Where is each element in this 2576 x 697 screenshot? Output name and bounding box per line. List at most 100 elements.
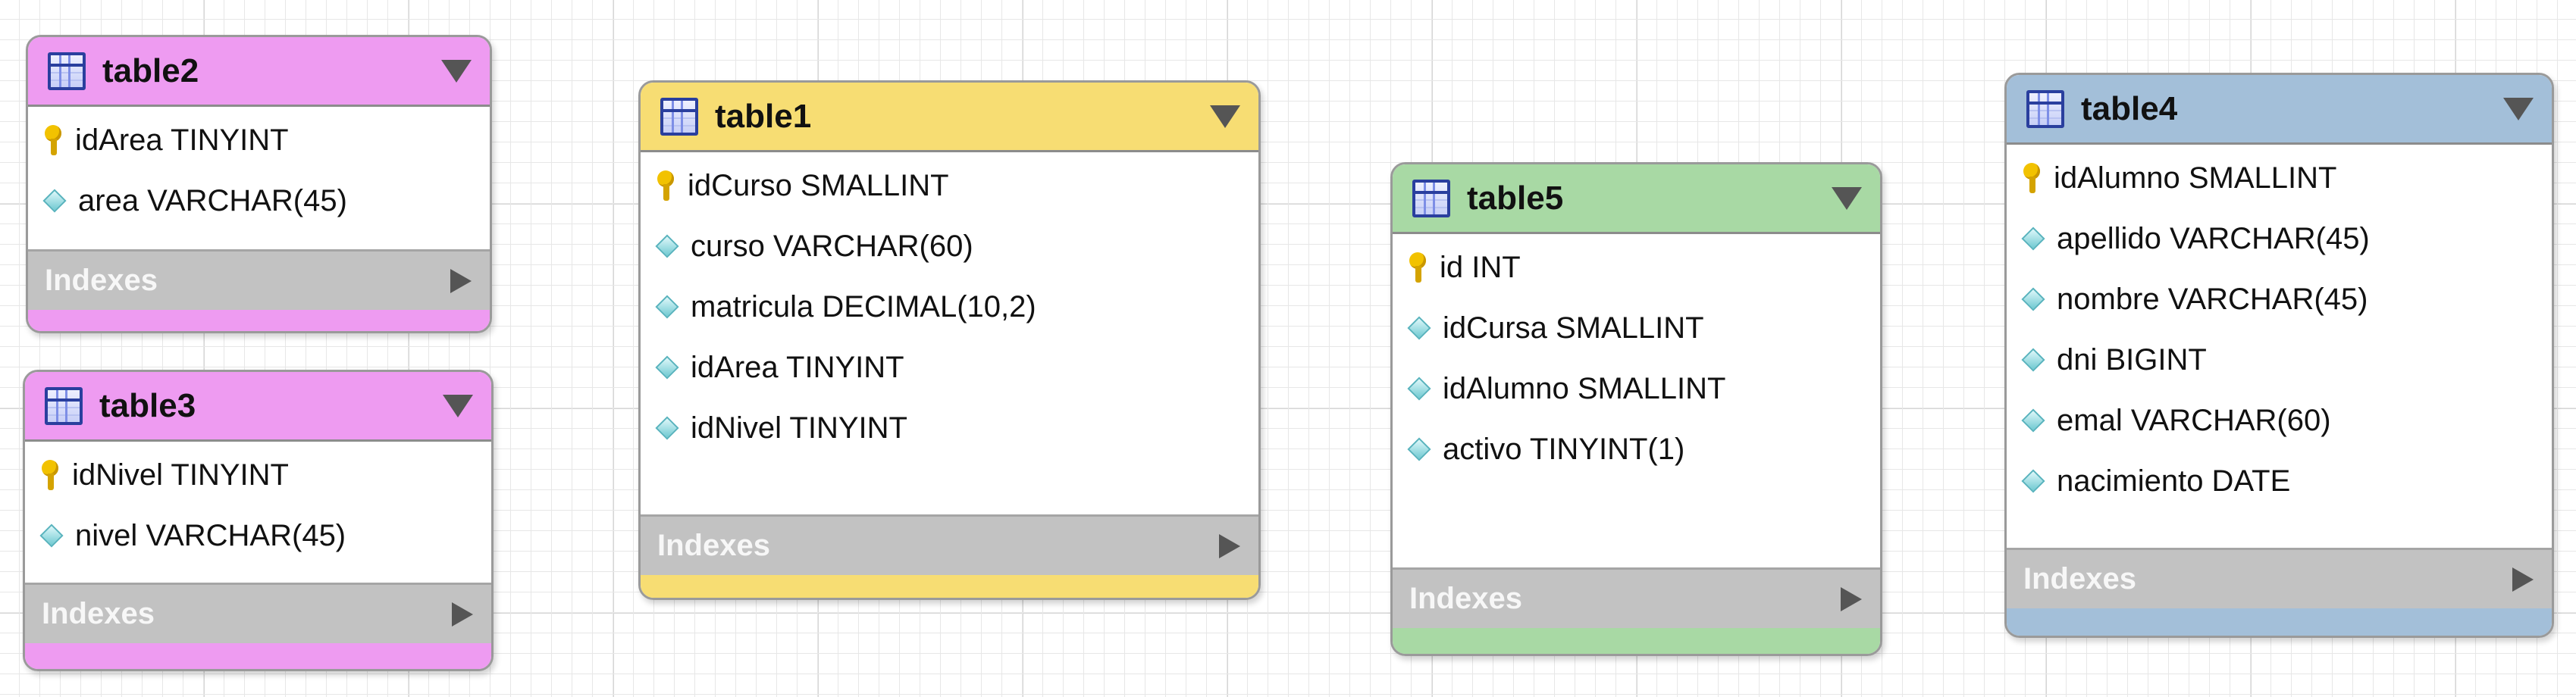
collapse-toggle-icon[interactable] (1832, 186, 1862, 210)
column-row[interactable]: idCurso SMALLINT (641, 155, 1258, 216)
column-label: nombre VARCHAR(45) (2057, 282, 2368, 316)
collapse-toggle-icon[interactable] (2503, 97, 2534, 120)
column-icon (2021, 227, 2045, 251)
primary-key-icon (2022, 161, 2042, 195)
indexes-label: Indexes (657, 529, 770, 562)
column-label: idArea TINYINT (75, 123, 289, 157)
column-row[interactable]: curso VARCHAR(60) (641, 216, 1258, 277)
table-title: table4 (2081, 89, 2178, 127)
indexes-section[interactable]: Indexes (1393, 567, 1880, 628)
column-label: area VARCHAR(45) (78, 183, 347, 217)
column-label: id INT (1440, 250, 1521, 284)
column-list: idArea TINYINT area VARCHAR(45) (28, 107, 490, 249)
table-icon (1412, 179, 1450, 217)
table-card-table2[interactable]: table2 idArea TINYINT area VARCHAR(45) In… (26, 35, 492, 333)
column-row[interactable]: nacimiento DATE (2007, 451, 2552, 511)
column-icon (2021, 408, 2045, 433)
column-row[interactable]: dni BIGINT (2007, 330, 2552, 390)
column-row[interactable]: apellido VARCHAR(45) (2007, 208, 2552, 269)
column-label: dni BIGINT (2057, 342, 2207, 377)
column-row[interactable]: idNivel TINYINT (25, 445, 491, 505)
expand-arrow-icon[interactable] (452, 602, 473, 627)
column-row[interactable]: idAlumno SMALLINT (1393, 358, 1880, 419)
column-row[interactable]: id INT (1393, 237, 1880, 298)
primary-key-icon (40, 458, 60, 492)
indexes-label: Indexes (1409, 582, 1522, 615)
collapse-toggle-icon[interactable] (443, 394, 473, 417)
table-footer (641, 575, 1258, 598)
column-icon (1407, 437, 1431, 461)
table-header[interactable]: table1 (641, 83, 1258, 152)
column-icon (655, 355, 679, 380)
column-row[interactable]: matricula DECIMAL(10,2) (641, 277, 1258, 337)
column-icon (2021, 469, 2045, 493)
column-label: matricula DECIMAL(10,2) (691, 289, 1036, 323)
column-icon (1407, 377, 1431, 401)
table-header[interactable]: table3 (25, 372, 491, 442)
column-icon (655, 416, 679, 440)
column-label: idAlumno SMALLINT (2054, 161, 2337, 195)
column-icon (1407, 316, 1431, 340)
column-list: idCurso SMALLINT curso VARCHAR(60) matricu… (641, 152, 1258, 514)
column-icon (655, 295, 679, 319)
indexes-section[interactable]: Indexes (28, 249, 490, 310)
table-title: table2 (102, 52, 199, 89)
column-label: idCursa SMALLINT (1443, 311, 1704, 345)
column-icon (39, 524, 64, 548)
column-label: emal VARCHAR(60) (2057, 403, 2331, 437)
column-label: apellido VARCHAR(45) (2057, 221, 2370, 255)
indexes-label: Indexes (45, 264, 158, 297)
column-row[interactable]: nombre VARCHAR(45) (2007, 269, 2552, 330)
table-header[interactable]: table5 (1393, 164, 1880, 234)
primary-key-icon (43, 123, 63, 157)
table-header[interactable]: table2 (28, 37, 490, 107)
column-row[interactable]: idAlumno SMALLINT (2007, 148, 2552, 208)
indexes-section[interactable]: Indexes (2007, 548, 2552, 608)
primary-key-icon (656, 169, 675, 202)
table-footer (25, 643, 491, 669)
table-card-table4[interactable]: table4 idAlumno SMALLINT apellido VARCHAR… (2004, 73, 2554, 638)
table-card-table1[interactable]: table1 idCurso SMALLINT curso VARCHAR(60)… (638, 80, 1261, 600)
column-row[interactable]: idNivel TINYINT (641, 398, 1258, 458)
column-list: idAlumno SMALLINT apellido VARCHAR(45) nom… (2007, 145, 2552, 548)
expand-arrow-icon[interactable] (2512, 567, 2534, 592)
table-icon (48, 52, 86, 90)
column-row[interactable]: nivel VARCHAR(45) (25, 505, 491, 566)
expand-arrow-icon[interactable] (1841, 586, 1862, 611)
table-title: table3 (99, 386, 196, 424)
table-card-table5[interactable]: table5 id INT idCursa SMALLINT idAlumno SM… (1390, 162, 1882, 656)
column-row[interactable]: idCursa SMALLINT (1393, 298, 1880, 358)
expand-arrow-icon[interactable] (1219, 533, 1240, 558)
column-label: curso VARCHAR(60) (691, 229, 973, 263)
column-row[interactable]: idArea TINYINT (28, 110, 490, 170)
column-label: nacimiento DATE (2057, 464, 2291, 498)
column-label: idArea TINYINT (691, 350, 904, 384)
column-label: activo TINYINT(1) (1443, 432, 1685, 466)
column-list: idNivel TINYINT nivel VARCHAR(45) (25, 442, 491, 583)
column-label: idCurso SMALLINT (688, 168, 949, 202)
table-icon (45, 386, 83, 425)
collapse-toggle-icon[interactable] (441, 59, 472, 83)
table-footer (1393, 628, 1880, 654)
column-label: idNivel TINYINT (691, 411, 907, 445)
column-row[interactable]: activo TINYINT(1) (1393, 419, 1880, 480)
table-header[interactable]: table4 (2007, 75, 2552, 145)
collapse-toggle-icon[interactable] (1210, 105, 1240, 128)
table-icon (660, 97, 698, 136)
column-label: idNivel TINYINT (72, 458, 289, 492)
column-icon (2021, 287, 2045, 311)
indexes-label: Indexes (42, 597, 155, 630)
indexes-section[interactable]: Indexes (25, 583, 491, 643)
column-list: id INT idCursa SMALLINT idAlumno SMALLINT a… (1393, 234, 1880, 567)
table-title: table5 (1467, 179, 1564, 217)
indexes-section[interactable]: Indexes (641, 514, 1258, 575)
column-row[interactable]: idArea TINYINT (641, 337, 1258, 398)
column-label: nivel VARCHAR(45) (75, 518, 346, 552)
primary-key-icon (1408, 251, 1427, 284)
column-row[interactable]: emal VARCHAR(60) (2007, 390, 2552, 451)
table-footer (2007, 608, 2552, 636)
column-row[interactable]: area VARCHAR(45) (28, 170, 490, 231)
expand-arrow-icon[interactable] (450, 268, 472, 293)
column-icon (2021, 348, 2045, 372)
